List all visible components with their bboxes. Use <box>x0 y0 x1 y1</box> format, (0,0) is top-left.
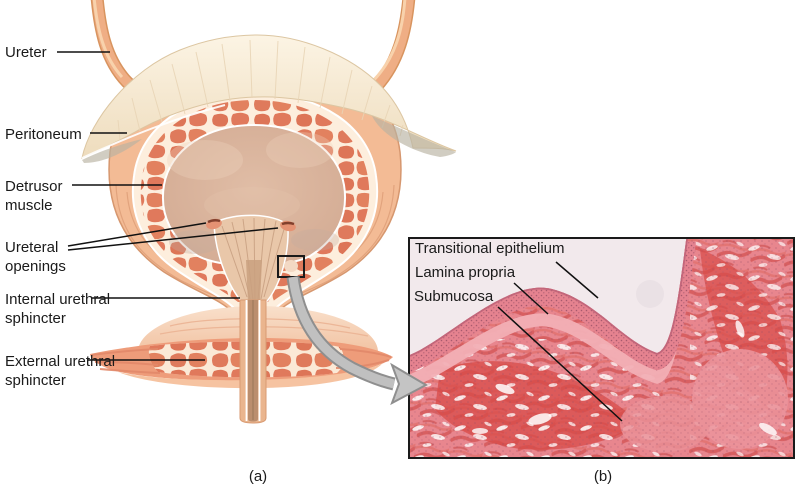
zoom-arrow-icon <box>286 276 429 406</box>
cavity-mottling <box>167 132 339 254</box>
bladder-cavity <box>162 123 346 267</box>
label-transitional-epithelium: Transitional epithelium <box>415 240 565 257</box>
peritoneum-striations <box>117 39 404 141</box>
peritoneum-cap <box>81 34 457 163</box>
trigone-funnel <box>213 214 289 306</box>
ureter-tubes <box>90 0 416 117</box>
ureteral-opening-left <box>206 218 222 230</box>
external-sphincter-region <box>90 306 393 389</box>
zoom-box <box>277 255 305 278</box>
caption-panel-a: (a) <box>248 468 268 485</box>
label-internal-sphincter: Internal urethral sphincter <box>5 291 111 327</box>
detrusor-muscle-layer <box>140 100 370 302</box>
urethra-tube <box>239 299 267 424</box>
label-lamina-propria: Lamina propria <box>415 264 516 281</box>
zoom-box-highlight <box>284 260 298 272</box>
label-submucosa: Submucosa <box>414 288 494 305</box>
label-detrusor-muscle: Detrusor muscle <box>5 178 63 214</box>
label-peritoneum: Peritoneum <box>5 126 82 143</box>
ureteral-opening-right <box>280 220 296 232</box>
label-external-sphincter: External urethral sphincter <box>5 353 116 389</box>
wall-striations <box>115 184 395 309</box>
caption-panel-b: (b) <box>593 468 613 485</box>
label-ureteral-openings: Ureteral openings <box>5 239 66 275</box>
label-ureter: Ureter <box>5 44 47 61</box>
bladder-body <box>108 35 402 313</box>
